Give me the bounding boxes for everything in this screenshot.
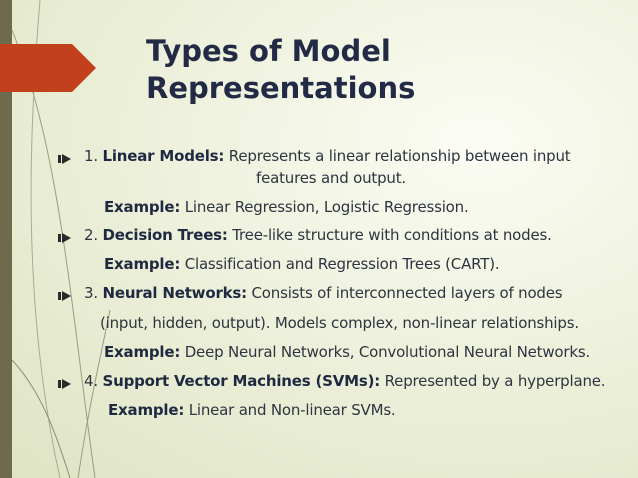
item-1-line: 1. Linear Models: Represents a linear re… bbox=[84, 147, 571, 165]
item-2-example: Example: Classification and Regression T… bbox=[104, 255, 500, 273]
title-line-2: Representations bbox=[146, 71, 416, 105]
bullet-icon bbox=[58, 291, 71, 301]
item-3-line: 3. Neural Networks: Consists of intercon… bbox=[84, 284, 563, 302]
item-1-line-2: features and output. bbox=[256, 169, 406, 187]
item-4-example: Example: Linear and Non-linear SVMs. bbox=[108, 401, 396, 419]
bullet-icon bbox=[58, 379, 71, 389]
item-3-description: Consists of interconnected layers of nod… bbox=[251, 284, 563, 302]
item-2-description: Tree-like structure with conditions at n… bbox=[232, 226, 552, 244]
item-1-example-text: Linear Regression, Logistic Regression. bbox=[184, 198, 469, 216]
item-3-number: 3. bbox=[84, 284, 98, 302]
item-4-term: Support Vector Machines (SVMs): bbox=[102, 372, 381, 390]
item-1-description-cont: features and output. bbox=[256, 169, 406, 187]
item-3-term: Neural Networks: bbox=[102, 284, 248, 302]
example-label: Example: bbox=[104, 198, 181, 216]
item-1-number: 1. bbox=[84, 147, 98, 165]
item-3-example: Example: Deep Neural Networks, Convoluti… bbox=[104, 343, 590, 361]
item-2-line: 2. Decision Trees: Tree-like structure w… bbox=[84, 226, 552, 244]
item-3-example-text: Deep Neural Networks, Convolutional Neur… bbox=[184, 343, 591, 361]
item-2-example-text: Classification and Regression Trees (CAR… bbox=[184, 255, 500, 273]
title-line-1: Types of Model bbox=[146, 34, 391, 68]
item-4-number: 4. bbox=[84, 372, 98, 390]
example-label: Example: bbox=[104, 343, 181, 361]
item-4-description: Represented by a hyperplane. bbox=[384, 372, 606, 390]
slide-title: Types of Model Representations bbox=[146, 33, 415, 107]
title-arrow-shape bbox=[0, 44, 96, 92]
item-2-number: 2. bbox=[84, 226, 98, 244]
item-1-term: Linear Models: bbox=[102, 147, 225, 165]
example-label: Example: bbox=[104, 255, 181, 273]
item-1-description: Represents a linear relationship between… bbox=[228, 147, 571, 165]
bullet-icon bbox=[58, 233, 71, 243]
left-decorative-strip bbox=[0, 0, 12, 478]
bullet-icon bbox=[58, 154, 71, 164]
item-3-line-2: (input, hidden, output). Models complex,… bbox=[100, 314, 579, 332]
item-4-example-text: Linear and Non-linear SVMs. bbox=[188, 401, 396, 419]
item-4-line: 4. Support Vector Machines (SVMs): Repre… bbox=[84, 372, 606, 390]
item-2-term: Decision Trees: bbox=[102, 226, 228, 244]
item-3-description-cont: (input, hidden, output). Models complex,… bbox=[100, 314, 579, 332]
example-label: Example: bbox=[108, 401, 185, 419]
item-1-example: Example: Linear Regression, Logistic Reg… bbox=[104, 198, 469, 216]
